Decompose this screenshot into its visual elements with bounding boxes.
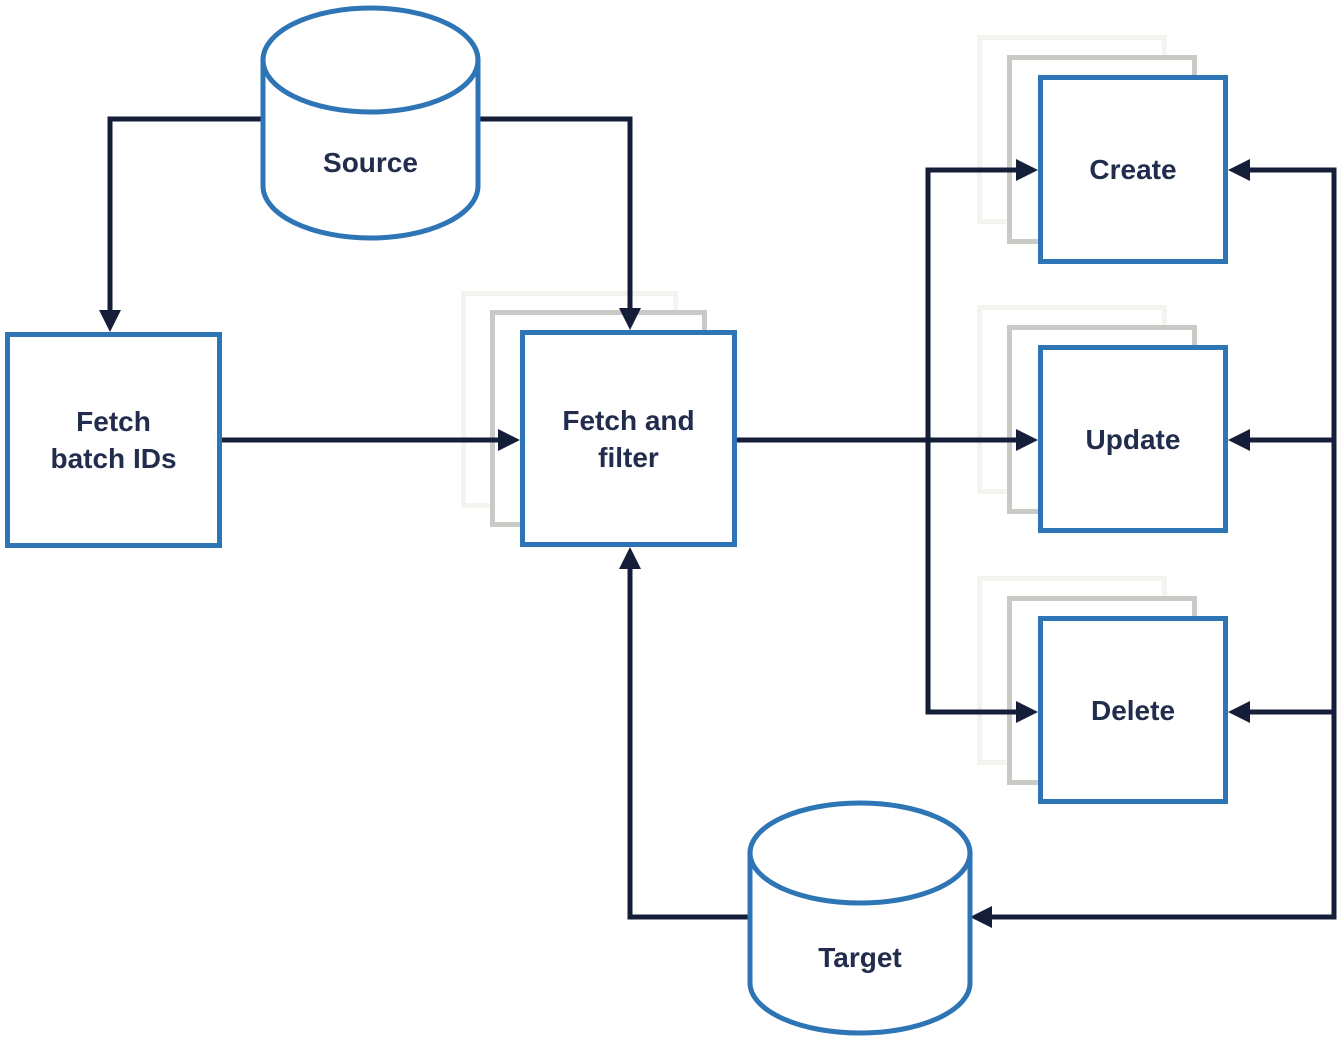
target-database-shape — [747, 800, 973, 1036]
create-box: Create — [1038, 75, 1228, 264]
fetch-and-filter-label-line2: filter — [598, 441, 659, 473]
fetch-batch-ids-label-line2: batch IDs — [50, 443, 177, 474]
fetch-batch-ids-box: Fetch batch IDs — [5, 332, 222, 548]
fetch-batch-ids-label-line1: Fetch — [76, 406, 151, 437]
edge-filter-branch-create-delete — [925, 167, 1018, 715]
edge-return-line — [990, 167, 1337, 920]
source-database-shape — [260, 5, 481, 241]
update-box: Update — [1038, 345, 1228, 533]
update-label: Update — [1085, 423, 1181, 455]
source-database-label: Source — [323, 147, 418, 178]
create-label: Create — [1089, 154, 1177, 185]
fetch-and-filter-box: Fetch and filter — [520, 330, 737, 547]
delete-box: Delete — [1038, 616, 1228, 804]
fetch-and-filter-label-line1: Fetch and — [562, 404, 695, 436]
target-database-label: Target — [818, 942, 902, 973]
delete-label: Delete — [1090, 694, 1176, 726]
arrowheads — [99, 159, 1250, 928]
